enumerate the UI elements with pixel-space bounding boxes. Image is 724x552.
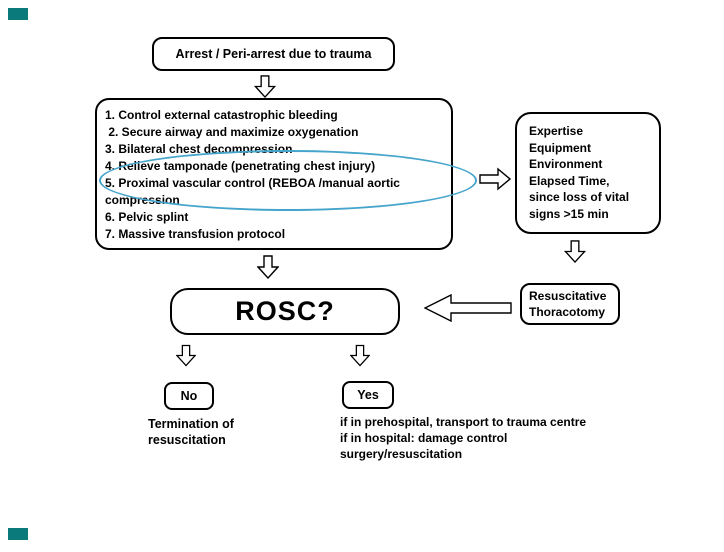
yes-box: Yes: [342, 381, 394, 409]
no-label: No: [180, 389, 198, 403]
rosc-label: ROSC?: [235, 296, 335, 326]
no-box: No: [164, 382, 214, 410]
start-box: Arrest / Peri-arrest due to trauma: [152, 37, 395, 71]
down-arrow-icon-start-to-interventions: [254, 75, 276, 98]
intervention-step-4: 4. Relieve tamponade (penetrating chest …: [105, 159, 376, 173]
down-arrow-icon-rosc-to-yes: [350, 344, 370, 367]
interventions-box: 1. Control external catastrophic bleedin…: [95, 98, 453, 250]
intervention-step-7: 7. Massive transfusion protocol: [105, 227, 286, 241]
expertise-box: Expertise Equipment Environment Elapsed …: [515, 112, 661, 234]
left-arrow-icon-thoracotomy-to-rosc: [424, 293, 512, 323]
rosc-box: ROSC?: [170, 288, 400, 335]
start-box-label: Arrest / Peri-arrest due to trauma: [175, 47, 372, 61]
intervention-step-3: 3. Bilateral chest decompression: [105, 142, 293, 156]
down-arrow-icon-rosc-to-no: [176, 344, 196, 367]
down-arrow-icon-expertise-to-thoracotomy: [564, 240, 586, 263]
yes-outcome-text: if in prehospital, transport to trauma c…: [340, 415, 587, 461]
down-arrow-icon-interventions-to-rosc: [257, 255, 279, 279]
intervention-step-5: 5. Proximal vascular control (REBOA /man…: [105, 176, 400, 207]
right-arrow-icon-interventions-to-expertise: [479, 167, 511, 191]
teal-marker-bottom-left: [8, 528, 28, 540]
intervention-step-2: 2. Secure airway and maximize oxygenatio…: [105, 125, 359, 139]
teal-marker-top-left: [8, 8, 28, 20]
thoracotomy-box: Resuscitative Thoracotomy: [520, 283, 620, 325]
intervention-step-1: 1. Control external catastrophic bleedin…: [105, 108, 338, 122]
intervention-step-6: 6. Pelvic splint: [105, 210, 189, 224]
yes-label: Yes: [357, 388, 379, 402]
no-outcome-text: Termination of resuscitation: [148, 417, 234, 447]
